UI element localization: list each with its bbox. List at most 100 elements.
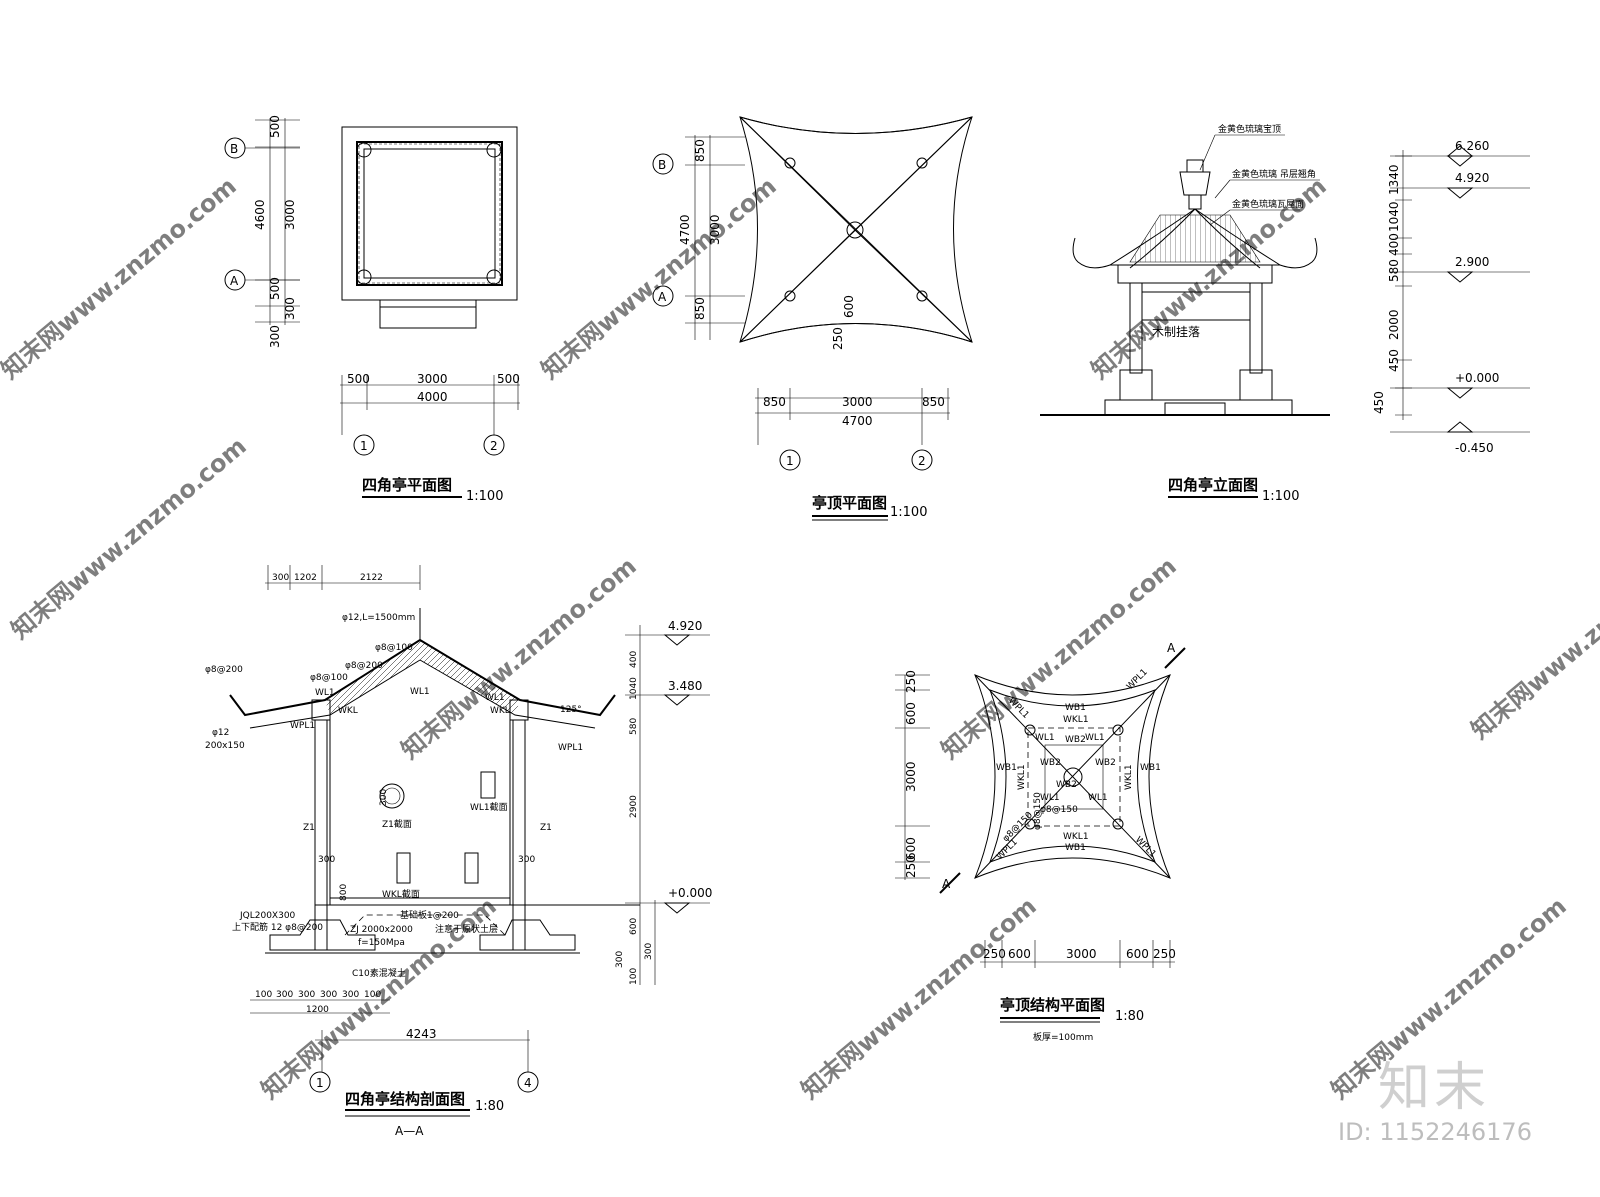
roof-struct-dim: 3000	[904, 761, 918, 792]
section-label: WKL	[490, 706, 510, 716]
roof-plan-dim: 600	[842, 295, 856, 318]
axis-label: A	[230, 274, 239, 288]
plan-dim: 4600	[253, 199, 267, 230]
brand-logo: 知末	[1378, 1058, 1491, 1118]
roof-struct-label: WKL1	[1124, 764, 1134, 790]
axis-label: 2	[918, 454, 926, 468]
section-dim: 100	[364, 990, 381, 1000]
plan-scale: 1:100	[466, 489, 503, 504]
axis-label: 2	[490, 439, 498, 453]
section-dim: 300	[272, 573, 289, 583]
roof-plan-dim: 3000	[708, 214, 722, 245]
section-label: φ12	[212, 728, 229, 738]
plan-dim: 500	[347, 372, 370, 386]
watermark-text: 知末网www.znzmo.com	[1466, 532, 1600, 745]
roof-struct-label: WB1	[1140, 763, 1161, 773]
roof-struct-label: WKL1	[1017, 764, 1027, 790]
roof-plan-dim: 3000	[842, 395, 873, 409]
section-dim: 580	[629, 718, 639, 735]
structural-section: 300 1202 2122 φ12,L=1500mm φ8@100	[205, 565, 712, 1138]
roof-struct-label: WPL1	[1125, 667, 1150, 692]
level-label: +0.000	[668, 886, 712, 900]
roof-plan-dim: 4700	[842, 414, 873, 428]
section-dim: 300	[644, 943, 654, 960]
roof-struct-label: φ8@150	[1040, 805, 1078, 815]
roof-struct-dim: 250	[1153, 947, 1176, 961]
level-label: -0.450	[1455, 441, 1494, 455]
roof-plan-title: 亭顶平面图	[812, 494, 887, 512]
elevation-dim: 1340	[1387, 164, 1401, 195]
axis-label: 1	[786, 454, 794, 468]
roof-struct-dim: 600	[1126, 947, 1149, 961]
level-label: 4.920	[668, 619, 702, 633]
elevation-scale: 1:100	[1262, 489, 1299, 504]
section-label: φ12,L=1500mm	[342, 613, 415, 623]
section-label: 300	[379, 789, 389, 806]
image-id-label: ID: 1152246176	[1338, 1118, 1532, 1146]
roof-struct-note: 板厚=100mm	[1033, 1031, 1093, 1043]
level-label: 6.260	[1455, 139, 1489, 153]
level-label: 3.480	[668, 679, 702, 693]
roof-plan-scale: 1:100	[890, 505, 927, 520]
section-label: φ8@100	[310, 673, 348, 683]
pavilion-elevation: 金黄色琉璃宝顶 金黄色琉璃 吊层翘角 金黄色琉璃瓦屋面 木制挂落 6.260 4…	[1040, 123, 1530, 504]
section-label: WPL1	[558, 743, 583, 753]
roof-struct-label: φ8@150	[1033, 792, 1043, 830]
watermark-layer: 知末网www.znzmo.com 知末网www.znzmo.com 知末网www…	[0, 172, 1600, 1105]
roof-plan-dim: 850	[922, 395, 945, 409]
plan-dim: 500	[497, 372, 520, 386]
axis-label: B	[230, 142, 238, 156]
section-subtitle: A—A	[395, 1124, 424, 1138]
axis-label: A	[658, 290, 667, 304]
level-label: 2.900	[1455, 255, 1489, 269]
section-dim: 300	[320, 990, 337, 1000]
section-dim: 1040	[629, 677, 639, 700]
pavilion-plan: 500 3000 500 300 4600 300 B A 500 3000 5…	[224, 115, 520, 504]
section-dim: 1202	[294, 573, 317, 583]
watermark-text: 知末网www.znzmo.com	[536, 172, 782, 385]
section-dim: 300	[298, 990, 315, 1000]
section-label: φ8@200	[345, 661, 383, 671]
section-label: 上下配筋 12 φ8@200	[232, 921, 323, 933]
section-label: φ8@200	[205, 665, 243, 675]
section-label: Z1	[303, 823, 315, 833]
roof-struct-label: WB1	[1065, 703, 1086, 713]
watermark-text: 知末网www.znzmo.com	[0, 172, 242, 385]
axis-label: 1	[360, 439, 368, 453]
watermark-text: 知末网www.znzmo.com	[6, 432, 252, 645]
roof-struct-label: WB2	[1065, 735, 1086, 745]
roof-struct-label: WL1	[1040, 793, 1060, 803]
level-label: 4.920	[1455, 171, 1489, 185]
elevation-title: 四角亭立面图	[1168, 476, 1258, 494]
roof-struct-label: WB1	[1065, 843, 1086, 853]
roof-struct-label: φ8@150	[1001, 810, 1035, 844]
section-label: 300	[318, 855, 335, 865]
roof-struct-label: WB1	[996, 763, 1017, 773]
roof-struct-label: WB2	[1095, 758, 1116, 768]
elevation-dim: 450	[1372, 391, 1386, 414]
section-label: Z1	[540, 823, 552, 833]
roof-struct-scale: 1:80	[1115, 1009, 1144, 1024]
roof-struct-label: WB2	[1056, 780, 1077, 790]
section-dim: 300	[276, 990, 293, 1000]
axis-label: 1	[316, 1076, 324, 1090]
roof-struct-dim: 600	[904, 702, 918, 725]
plan-dim: 4000	[417, 390, 448, 404]
section-label: 800	[339, 884, 349, 901]
section-scale: 1:80	[475, 1099, 504, 1114]
section-label: WKL截面	[382, 888, 420, 900]
roof-plan-dim: 850	[693, 297, 707, 320]
plan-dim: 500	[268, 115, 282, 138]
section-mark: A	[1167, 641, 1176, 655]
section-dim: 300	[342, 990, 359, 1000]
section-dim: 1200	[306, 1005, 329, 1015]
axis-label: 4	[524, 1076, 532, 1090]
section-dim: 2122	[360, 573, 383, 583]
section-label: Z1截面	[382, 818, 412, 830]
plan-dim: 300	[268, 325, 282, 348]
elevation-note: 金黄色琉璃瓦屋面	[1232, 198, 1304, 210]
roof-struct-dim: 250	[904, 855, 918, 878]
section-label: φ8@100	[375, 643, 413, 653]
roof-struct-label: WL1	[1035, 733, 1055, 743]
section-label: WL1	[485, 693, 505, 703]
